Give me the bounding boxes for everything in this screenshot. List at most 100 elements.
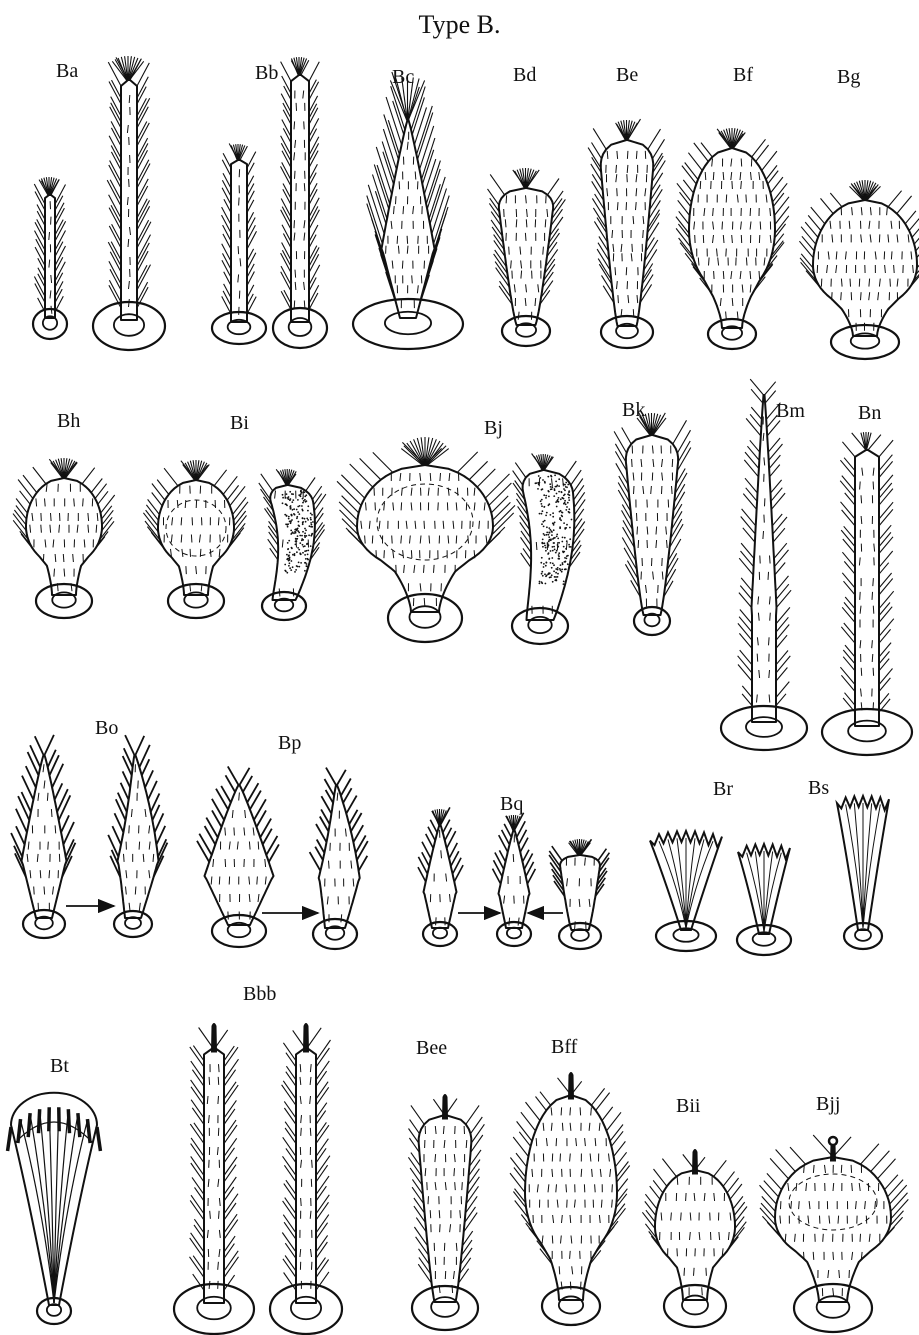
hair-bff-dash [570, 1215, 571, 1223]
hair-bi-stippled-stipple [300, 491, 302, 493]
hair-bbb-left-barb [199, 1028, 213, 1049]
hair-bj-stippled-stipple [535, 482, 537, 484]
hair-bp-left-barb [260, 819, 271, 838]
hair-bj-stippled-stipple [557, 544, 559, 546]
hair-bh-dash [96, 525, 97, 533]
hair-bc-barb [367, 204, 382, 249]
hair-bm [721, 379, 807, 750]
hair-bff-dash [559, 1266, 560, 1274]
hair-bn-barb [845, 597, 855, 609]
hair-be-dash [617, 151, 618, 159]
hair-ba-small [33, 177, 67, 339]
hair-bb-small-barb [222, 296, 231, 314]
hair-bj-stippled-stipple [548, 558, 550, 560]
hair-bjj-dash [804, 1165, 805, 1173]
hair-bo-left-barb [22, 792, 31, 812]
hair-bee-dash [454, 1168, 455, 1176]
hair-bm-barb [776, 576, 789, 591]
hair-bj-stippled-stipple [552, 512, 554, 514]
hair-bj-stippled-stipple [541, 573, 543, 575]
hair-bq-right-barb [552, 846, 562, 861]
hair-bj-stippled-stipple [566, 524, 568, 526]
hair-bn-barb [843, 657, 855, 671]
hair-bc-dash [403, 206, 404, 214]
hair-bb-large-barb [309, 62, 319, 81]
hair-bn-barb [879, 607, 892, 623]
hair-bj-stippled-stipple [564, 484, 566, 486]
hair-bm-barb [745, 452, 759, 469]
hair-bb-small-barb [224, 272, 231, 286]
hair-bi-stippled-stipple [287, 548, 289, 550]
hair-bj-stippled-stipple [557, 567, 559, 569]
hair-bf-barb [688, 153, 702, 171]
hair-bh-barb [16, 506, 27, 520]
hair-bm-barb [769, 444, 783, 460]
hair-bii-barb [645, 1201, 656, 1215]
hair-bff-dash [612, 1200, 613, 1208]
hair-bk-barb [614, 431, 627, 453]
hair-bm-barb [738, 656, 752, 673]
hair-bg-barb [802, 236, 814, 251]
hair-bi-stippled-stipple [300, 553, 302, 555]
hair-bp-left-barb [197, 841, 209, 862]
hair-be-dash [636, 202, 637, 210]
hair-bf-dash [722, 222, 723, 230]
hair-bh-dash [88, 525, 89, 533]
hair-bj-stippled-stipple [562, 564, 564, 566]
hair-bi-stippled-stipple [311, 526, 313, 528]
hair-bff-barb [607, 1112, 622, 1131]
hair-be-dash [627, 165, 628, 173]
hair-ba-large-barb [109, 226, 121, 248]
hair-bbb-left-barb [193, 1046, 204, 1061]
hair-bk-dash [656, 540, 657, 548]
hair-bff-barb [510, 1158, 525, 1178]
hair-bi-stippled-stipple [292, 554, 294, 556]
hair-bf-dash [732, 235, 733, 243]
hair-bi-stippled-stipple [302, 544, 304, 546]
hair-bj-stippled-barb [521, 553, 531, 568]
hair-bff-apical-process [569, 1073, 574, 1100]
hair-bb-small-barb [247, 152, 256, 169]
hair-bh-dash [41, 525, 42, 533]
hair-bo-right-dash [153, 854, 154, 862]
hair-ba-large-barb [137, 179, 148, 200]
hair-bff-dash [556, 1138, 557, 1146]
hair-bj-stippled-stipple [544, 545, 546, 547]
hair-bj-stippled-stipple [552, 581, 554, 583]
hair-bii-dash [661, 1213, 662, 1221]
hair-bo-right-barb [116, 799, 126, 820]
hair-bj-stippled-stipple [553, 570, 555, 572]
hair-bk [614, 412, 691, 635]
hair-bt-heavy-rib [28, 1113, 30, 1137]
hair-bff-dash [570, 1154, 571, 1162]
hair-bj-dash [474, 550, 475, 558]
hair-bii-barb [653, 1180, 663, 1192]
hair-ba-large-dash [129, 179, 130, 187]
hair-bd-dash [535, 298, 536, 306]
hair-bj-stippled-stipple [555, 552, 557, 554]
hair-be-dash [612, 230, 613, 238]
hair-bm-dash [770, 613, 771, 621]
hair-bq-left-barb [428, 827, 435, 841]
hair-bi-stippled-stipple [294, 531, 296, 533]
hair-bff-dash [566, 1184, 567, 1192]
hair-bj-stippled-stipple [541, 542, 543, 544]
hair-bn-dash [873, 482, 874, 490]
hair-bi-stippled-stipple [296, 516, 298, 518]
hair-bi-stippled-stipple [306, 563, 308, 565]
hair-bn-dash [861, 495, 862, 503]
hair-bff-outline [525, 1095, 617, 1300]
hair-bi-stippled-stipple [305, 521, 307, 523]
hair-bp-left-dash [249, 842, 250, 850]
hair-bm-barb [750, 379, 763, 395]
hair-bb-large-dash [295, 270, 296, 278]
hair-bf-dash [732, 298, 733, 306]
hair-bj-stippled-stipple [561, 511, 563, 513]
hair-bi-stippled-stipple [285, 504, 287, 506]
hair-bj-stippled-stipple [542, 488, 544, 490]
hair-bo-right-barb [112, 826, 121, 845]
hair-bh-barb [82, 468, 95, 484]
hair-bj-stippled-stipple [559, 511, 561, 513]
hair-bo-left-dash [44, 887, 45, 895]
hair-be-dash [626, 267, 627, 275]
